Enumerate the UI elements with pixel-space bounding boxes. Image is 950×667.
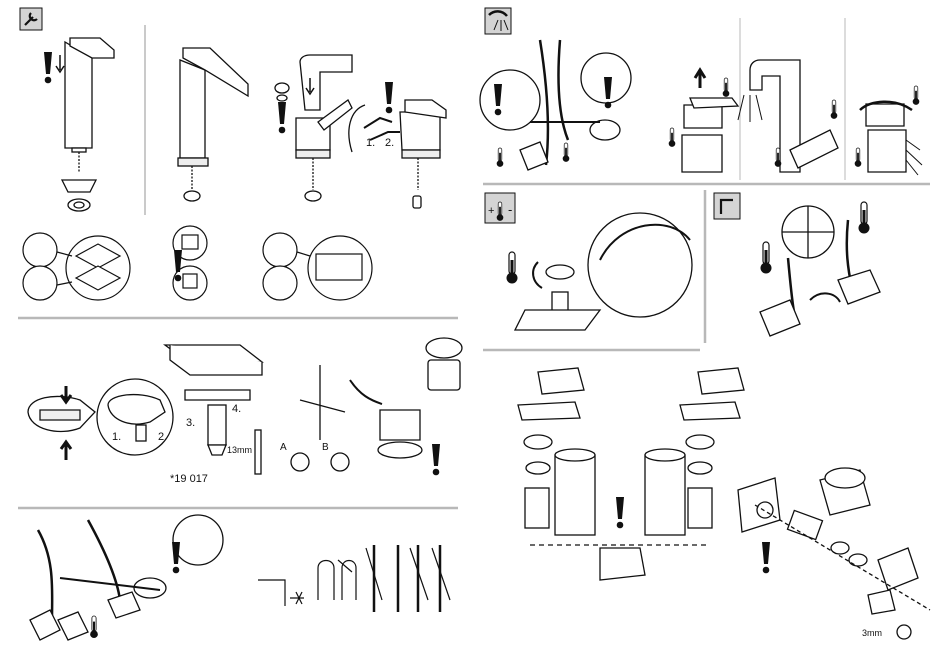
install-step-tall-faucet-mounted	[178, 48, 248, 201]
thermometer-icon	[563, 143, 570, 162]
warning-icon	[385, 82, 393, 113]
variant-b-label: B	[322, 442, 329, 453]
warning-icon	[174, 250, 182, 281]
step-4-label: 4.	[232, 403, 241, 415]
variant-a-label: A	[280, 442, 287, 453]
detail-row-top	[23, 226, 372, 300]
thermometer-icon	[761, 242, 772, 274]
flushing-step-water-flow	[738, 60, 838, 172]
dim-13mm-label: 13mm	[227, 445, 252, 455]
up-arrow-icon	[61, 442, 71, 460]
flushing-step-lever-up	[682, 98, 738, 172]
temp-minus-label: -	[508, 202, 512, 217]
thermometer-icon	[859, 202, 870, 234]
thermometer-icon	[669, 128, 676, 147]
temp-plus-label: +	[488, 205, 494, 217]
thermometer-icon	[723, 78, 730, 97]
warning-icon	[278, 102, 286, 133]
warning-icon	[44, 52, 52, 83]
down-arrow-icon	[61, 386, 71, 402]
install-step-hose-connect	[349, 100, 446, 208]
hose-connection-diagram	[30, 515, 223, 640]
step-2-label: 2.	[385, 137, 394, 149]
fixing-step-circle-detail	[97, 379, 173, 455]
install-step-tall-faucet-parts	[62, 38, 114, 211]
thermometer-icon	[497, 148, 504, 167]
flushing-step-lever-rotate	[860, 102, 922, 175]
warning-icon	[172, 542, 180, 573]
thermometer-icon	[831, 100, 838, 119]
warning-icon	[762, 542, 770, 573]
up-arrow-icon	[695, 70, 705, 88]
thermometer-icon	[507, 252, 518, 284]
step-2-label: 2.	[158, 431, 167, 443]
warning-icon	[616, 497, 624, 528]
hose-bending-rules	[258, 545, 450, 612]
dim-3mm-label: 3mm	[862, 628, 882, 638]
thermometer-plus-minus-icon: + -	[485, 193, 515, 223]
thermometer-icon	[90, 616, 98, 638]
install-step-spout-attach	[275, 55, 352, 201]
wrench-icon	[20, 8, 42, 30]
step-3-label: 3.	[186, 417, 195, 429]
step-1-label: 1.	[366, 137, 375, 149]
thermometer-icon	[855, 148, 862, 167]
down-arrow-icon	[56, 55, 64, 72]
water-spray-icon	[485, 8, 511, 34]
fixing-step-clamp	[28, 396, 95, 431]
temperature-adjustment-diagram	[515, 213, 692, 330]
step-1-label: 1.	[112, 431, 121, 443]
thermometer-icon	[913, 86, 920, 105]
part-number-label: *19 017	[170, 473, 208, 485]
allen-key-icon	[714, 193, 740, 219]
warning-icon	[432, 444, 440, 475]
cartridge-exploded-view	[518, 368, 744, 580]
